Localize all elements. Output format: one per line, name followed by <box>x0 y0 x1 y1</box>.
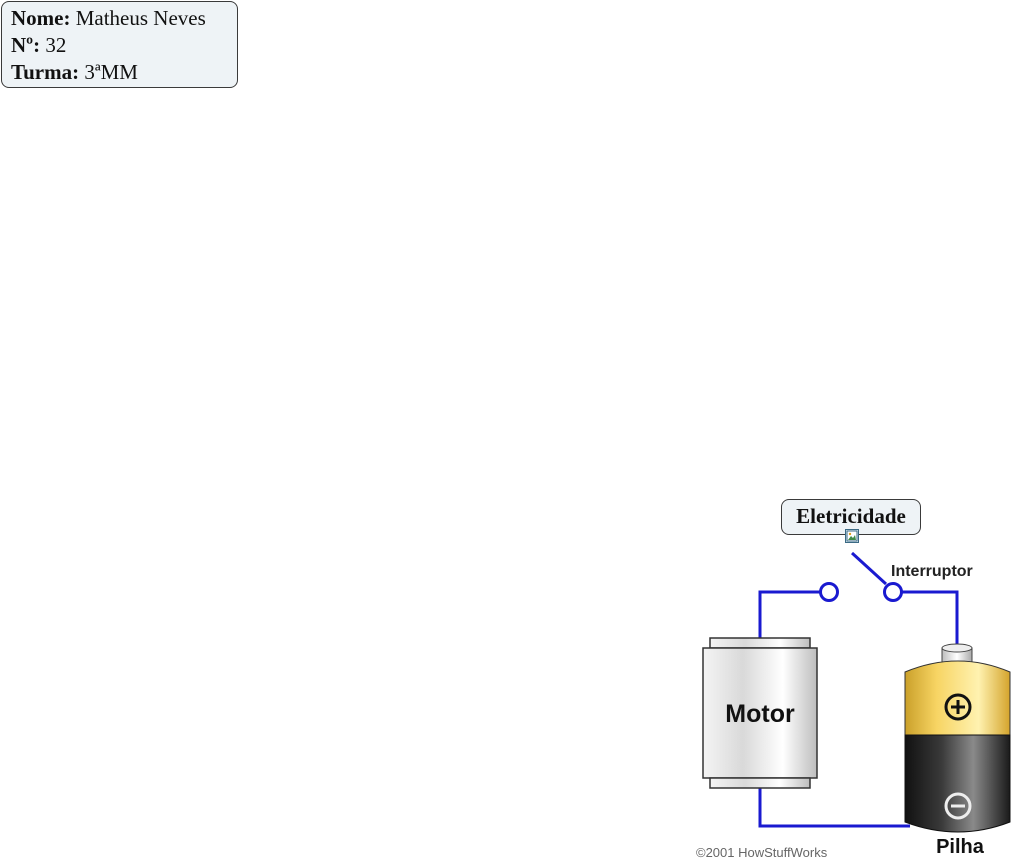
class-value: 3ªMM <box>84 60 138 84</box>
copyright-text: ©2001 HowStuffWorks <box>696 845 828 860</box>
switch <box>819 551 903 602</box>
circuit-diagram: Interruptor Motor Pilha ©2001 HowStuffWo… <box>696 551 1011 860</box>
number-value: 32 <box>45 33 67 57</box>
picture-icon <box>846 530 858 542</box>
motor-label: Motor <box>725 700 795 728</box>
number-label: Nº: <box>11 33 41 57</box>
battery-label: Pilha <box>936 836 985 858</box>
image-attachment-icon[interactable] <box>845 529 859 543</box>
battery <box>904 643 1011 833</box>
name-value: Matheus Neves <box>75 6 206 30</box>
student-info-card: Nome: Matheus Neves Nº: 32 Turma: 3ªMM <box>1 1 238 88</box>
switch-label: Interruptor <box>891 563 973 580</box>
negative-terminal-icon <box>944 792 972 820</box>
topic-title: Eletricidade <box>796 504 906 528</box>
name-label: Nome: <box>11 6 71 30</box>
positive-terminal-icon <box>944 693 972 721</box>
student-class-row: Turma: 3ªMM <box>11 59 237 86</box>
class-label: Turma: <box>11 60 80 84</box>
circuit-wires <box>758 590 959 828</box>
motor <box>702 637 818 789</box>
student-number-row: Nº: 32 <box>11 32 237 59</box>
student-name-row: Nome: Matheus Neves <box>11 5 237 32</box>
